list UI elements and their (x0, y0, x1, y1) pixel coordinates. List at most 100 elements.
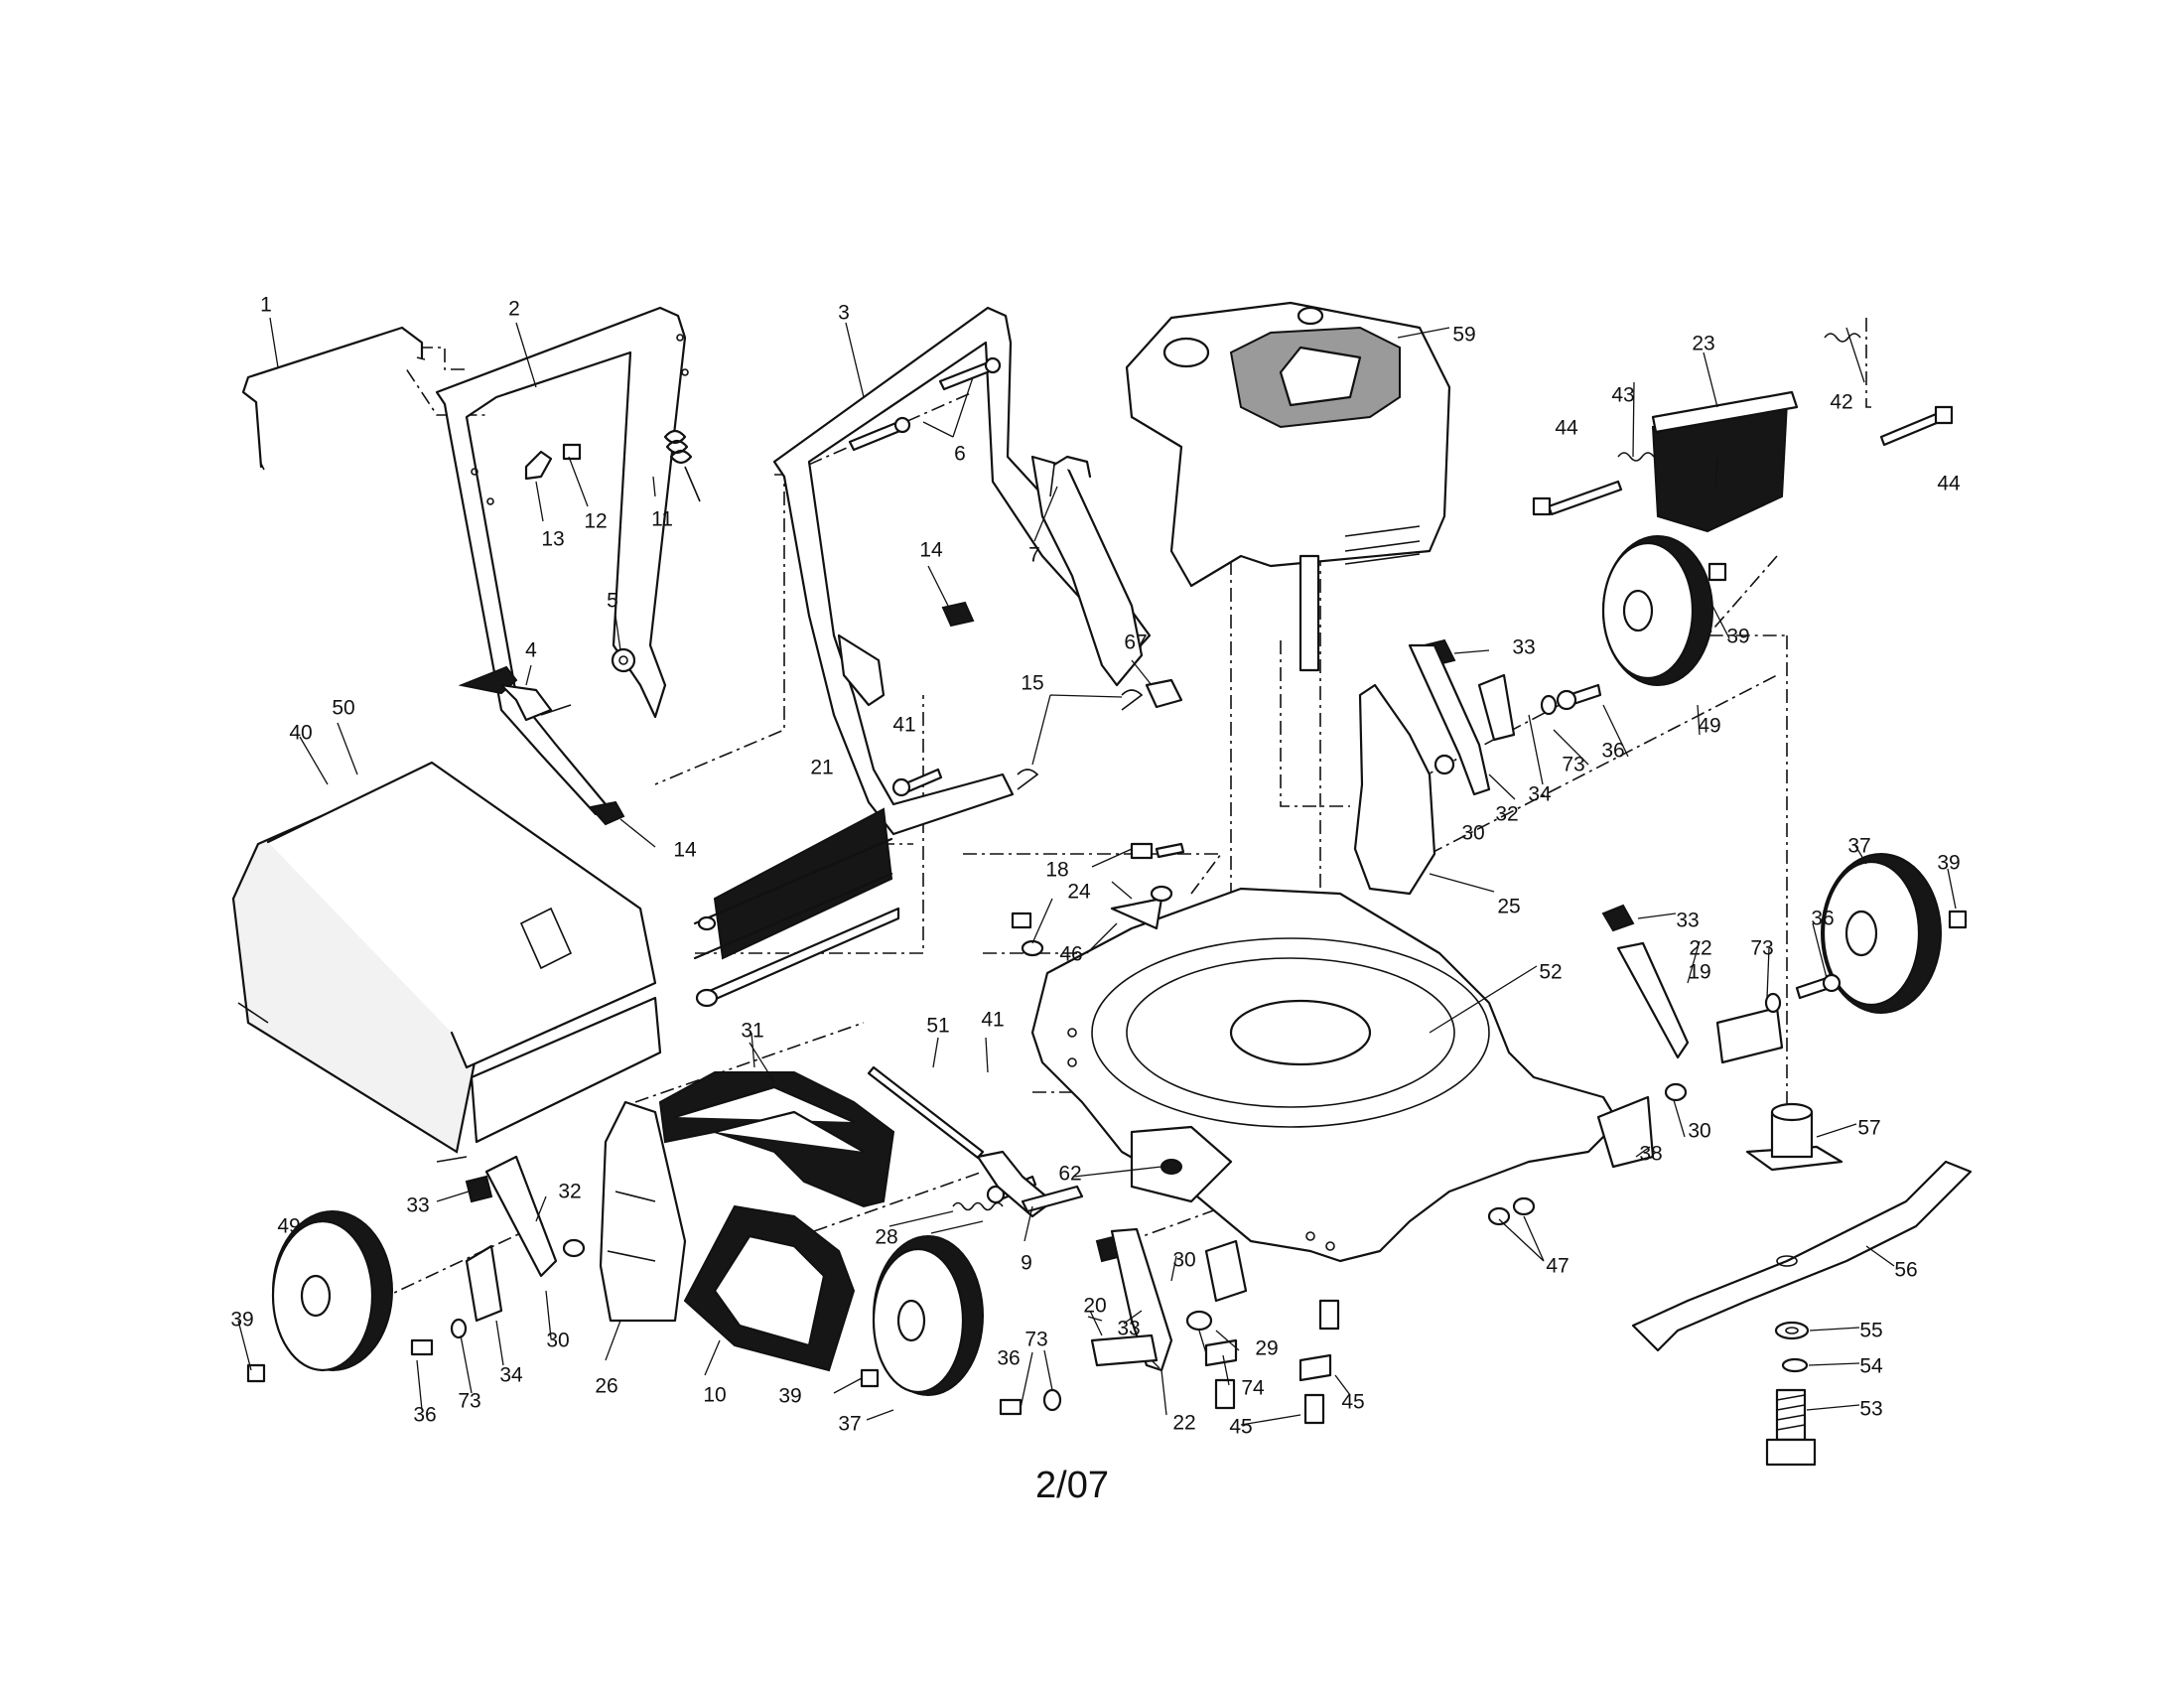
blade-hardware-53-55 (1765, 1321, 1817, 1467)
callout-28: 28 (875, 1225, 898, 1249)
callout-24: 24 (1067, 880, 1091, 904)
callout-43: 43 (1611, 383, 1635, 407)
callout-22-lower: 22 (1172, 1411, 1196, 1435)
callout-15: 15 (1021, 671, 1044, 695)
callout-49-b: 49 (277, 1214, 301, 1238)
callout-30-d: 30 (1172, 1248, 1196, 1272)
callout-4: 4 (525, 638, 537, 662)
callout-73-b: 73 (1750, 936, 1774, 960)
callout-7: 7 (1028, 543, 1040, 567)
callout-11: 11 (651, 507, 673, 531)
callout-30-b: 30 (1688, 1119, 1711, 1143)
callout-53: 53 (1859, 1397, 1883, 1421)
callout-38: 38 (1639, 1142, 1663, 1166)
callout-leaders (237, 317, 1957, 1426)
callout-59: 59 (1452, 323, 1476, 347)
callout-9: 9 (1021, 1251, 1032, 1275)
callout-41-a: 41 (892, 713, 916, 737)
mower-deck-52 (1030, 887, 1620, 1263)
callout-50: 50 (332, 696, 355, 720)
callout-39-d: 39 (778, 1384, 802, 1408)
callout-62: 62 (1058, 1162, 1082, 1186)
callout-13: 13 (541, 527, 565, 551)
engine-59 (1125, 301, 1451, 672)
callout-32-b: 32 (558, 1180, 582, 1203)
callout-33-d: 33 (1117, 1317, 1141, 1340)
callout-46: 46 (1059, 942, 1083, 966)
wheel-37-lower-center (860, 1235, 984, 1396)
callout-29: 29 (1255, 1336, 1279, 1360)
wheel-37-right (1821, 853, 1968, 1014)
callout-37-a: 37 (1847, 834, 1871, 858)
callout-55: 55 (1859, 1319, 1883, 1342)
callout-6: 6 (954, 442, 966, 466)
discharge-chute-31 (658, 1071, 895, 1208)
cable-tie-7 (1049, 455, 1092, 497)
callout-1: 1 (260, 293, 272, 317)
callout-33-c: 33 (406, 1193, 430, 1217)
callout-67: 67 (1124, 631, 1148, 654)
callout-5: 5 (607, 589, 618, 613)
callout-39-a: 39 (1726, 625, 1750, 648)
callout-39-b: 39 (1937, 851, 1961, 875)
callout-57: 57 (1857, 1116, 1881, 1140)
callout-73-c: 73 (458, 1389, 481, 1413)
control-bar-part-1 (241, 326, 426, 471)
callout-56: 56 (1894, 1258, 1918, 1282)
right-adjuster-parts (999, 1196, 1536, 1425)
wheel-49-upper-right (1601, 535, 1727, 686)
wheel-49-lower-left (246, 1210, 393, 1383)
callout-41-b: 41 (981, 1008, 1005, 1032)
callout-23: 23 (1692, 332, 1715, 355)
callout-36-d: 36 (997, 1346, 1021, 1370)
callout-26: 26 (595, 1374, 618, 1398)
callout-12: 12 (584, 509, 608, 533)
mulch-plug-10 (683, 1204, 856, 1372)
callout-36-c: 36 (413, 1403, 437, 1427)
callout-45-a: 45 (1341, 1390, 1365, 1414)
small-parts-cluster (458, 429, 1183, 1204)
callout-31: 31 (741, 1019, 764, 1043)
callout-39-c: 39 (230, 1308, 254, 1332)
page-code-footer: 2/07 (1035, 1465, 1109, 1506)
callout-36-a: 36 (1601, 739, 1625, 763)
blade-56 (1631, 1160, 1973, 1352)
callout-44-a: 44 (1555, 416, 1578, 440)
baffle-24 (1011, 842, 1185, 957)
callout-42: 42 (1830, 390, 1853, 414)
upper-handle-part-2 (435, 306, 689, 816)
height-adjuster-25 (1353, 638, 1602, 896)
callout-2: 2 (508, 297, 520, 321)
callout-74: 74 (1241, 1376, 1265, 1400)
grass-bag-40 (231, 761, 662, 1163)
callout-52: 52 (1539, 960, 1563, 984)
callout-33-a: 33 (1512, 635, 1536, 659)
callout-34-a: 34 (1528, 782, 1552, 806)
callout-20: 20 (1083, 1294, 1107, 1318)
callout-73-d: 73 (1024, 1328, 1048, 1351)
callout-10: 10 (703, 1383, 727, 1407)
rear-deflector-23 (1532, 333, 1954, 533)
callout-21: 21 (810, 756, 834, 779)
callout-37-b: 37 (838, 1412, 862, 1436)
blade-adapter-57 (1745, 1102, 1843, 1172)
callout-32-a: 32 (1495, 802, 1519, 826)
callout-73-a: 73 (1562, 753, 1585, 776)
bolt-6 (848, 356, 1002, 452)
callout-19: 19 (1688, 960, 1711, 984)
callout-54: 54 (1859, 1354, 1883, 1378)
callout-34-b: 34 (499, 1363, 523, 1387)
callout-14-upper: 14 (919, 538, 943, 562)
callout-18: 18 (1045, 858, 1069, 882)
callout-30-c: 30 (546, 1329, 570, 1352)
callout-25: 25 (1497, 895, 1521, 918)
callout-40: 40 (289, 721, 313, 745)
callout-22-right: 22 (1689, 936, 1712, 960)
callout-49-a: 49 (1698, 714, 1721, 738)
right-rear-bracket-38-22-19 (1596, 904, 1842, 1169)
lower-handle-part-3 (772, 306, 1152, 836)
left-adjuster-parts (410, 1100, 687, 1356)
callout-33-b: 33 (1676, 909, 1700, 932)
callout-51: 51 (926, 1014, 950, 1038)
